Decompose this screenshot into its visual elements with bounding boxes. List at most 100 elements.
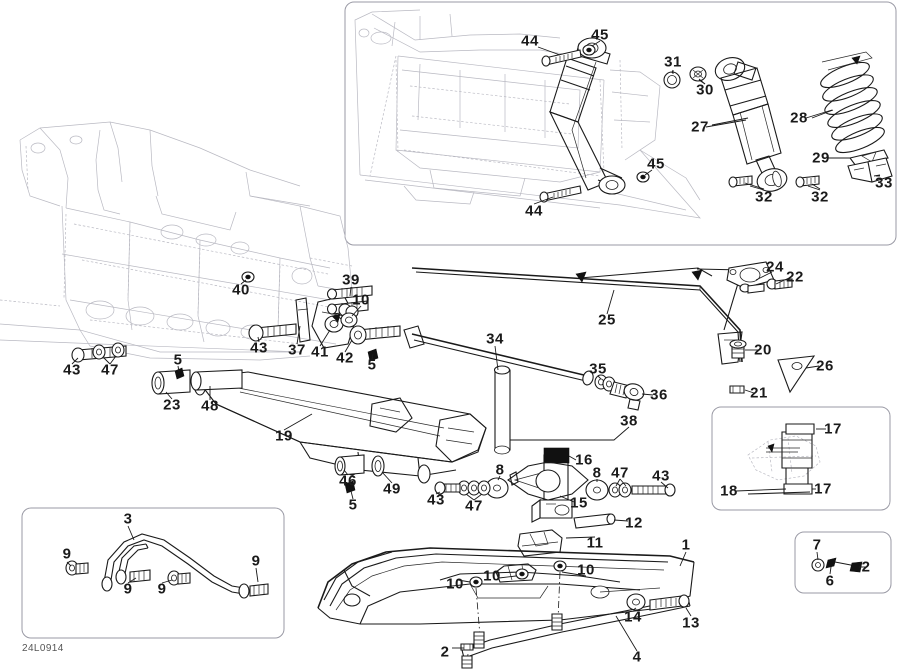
nut-2-ski xyxy=(460,643,474,651)
callout-23: 23 xyxy=(163,396,181,414)
callout-24: 24 xyxy=(766,258,784,276)
callout-47c: 47 xyxy=(611,464,629,482)
washer-14 xyxy=(626,593,646,611)
tie-rod-end-36 xyxy=(609,381,645,411)
callout-11: 11 xyxy=(586,534,604,552)
spring-bracket-29 xyxy=(849,149,889,167)
washer-8-right xyxy=(585,479,609,501)
bolt-24b xyxy=(739,283,765,294)
bolt-43-spindle-left xyxy=(434,481,461,495)
bolt-13 xyxy=(649,594,690,611)
callout-47: 47 xyxy=(101,361,119,379)
bolt-43-spindle-right xyxy=(631,483,676,497)
callout-4: 4 xyxy=(632,648,642,666)
callout-14: 14 xyxy=(624,608,642,626)
callout-15: 15 xyxy=(570,494,588,512)
inset-stabilizer-bar xyxy=(65,525,269,599)
inset-small-hardware-detail xyxy=(794,531,892,594)
callout-5c: 5 xyxy=(348,496,358,514)
bolt-shank-ski-c xyxy=(461,655,473,669)
shaft-48 xyxy=(190,369,243,391)
callout-16: 16 xyxy=(575,451,593,469)
callout-27: 27 xyxy=(691,118,709,136)
callout-20: 20 xyxy=(754,341,772,359)
callout-30: 30 xyxy=(696,81,714,99)
inset-bolt-44-top xyxy=(541,49,582,67)
callout-26: 26 xyxy=(816,357,834,375)
pin-12 xyxy=(573,513,616,529)
callout-36: 36 xyxy=(650,386,668,404)
callout-8: 8 xyxy=(495,461,505,479)
callout-5: 5 xyxy=(173,351,183,369)
callout-6: 6 xyxy=(825,572,835,590)
nut-10-ski-c xyxy=(553,560,567,572)
bolt-32-right xyxy=(795,175,820,188)
nut-40 xyxy=(241,271,255,283)
callout-42: 42 xyxy=(336,349,354,367)
drawing-code: 24L0914 xyxy=(22,643,64,654)
callout-25: 25 xyxy=(598,311,616,329)
bolt-shank-ski-b xyxy=(551,613,563,631)
callout-9: 9 xyxy=(62,545,72,563)
callout-45: 45 xyxy=(591,26,609,44)
bolt-43-upper xyxy=(248,323,297,342)
leader-lines xyxy=(71,70,880,652)
callout-35: 35 xyxy=(589,360,607,378)
callout-7: 7 xyxy=(812,536,822,554)
sleeve-46 xyxy=(334,454,365,476)
coil-spring-28 xyxy=(820,51,885,154)
callout-47b: 47 xyxy=(465,497,483,515)
upper-bracket-assembly xyxy=(295,285,401,349)
ghost-chassis-left xyxy=(0,121,353,361)
washer-30 xyxy=(689,66,707,82)
callout-44: 44 xyxy=(521,32,539,50)
callout-10d: 10 xyxy=(577,561,595,579)
callout-39: 39 xyxy=(342,271,360,289)
callout-17b: 17 xyxy=(814,480,832,498)
callout-37: 37 xyxy=(288,341,306,359)
inset-nut-45-top xyxy=(582,44,596,56)
ring-31 xyxy=(663,71,681,89)
stabilizer-clamp-9-c xyxy=(167,570,191,586)
callout-8b: 8 xyxy=(592,464,602,482)
spring-mount-33 xyxy=(847,157,893,183)
callout-1: 1 xyxy=(681,536,691,554)
grease-fitting-5a xyxy=(174,367,185,380)
callout-32: 32 xyxy=(755,188,773,206)
washers-47-spindle-right xyxy=(608,482,632,498)
plate-24 xyxy=(726,261,775,289)
pivot-tube-38 xyxy=(493,365,511,455)
washers-47-spindle-left xyxy=(457,480,491,496)
callout-9c: 9 xyxy=(157,580,167,598)
stabilizer-clamp-9-d xyxy=(249,583,269,597)
callout-40: 40 xyxy=(232,281,250,299)
inset-spindle-bushing-detail xyxy=(711,406,891,511)
callout-45b: 45 xyxy=(647,155,665,173)
callout-22: 22 xyxy=(786,268,804,286)
callout-43b: 43 xyxy=(250,339,268,357)
washers-47-left xyxy=(92,342,125,360)
bolt-shank-ski-a xyxy=(473,631,485,649)
callout-9b: 9 xyxy=(123,580,133,598)
callout-10b: 10 xyxy=(446,575,464,593)
callout-43: 43 xyxy=(63,361,81,379)
callout-41: 41 xyxy=(311,343,329,361)
callout-5b: 5 xyxy=(367,356,377,374)
bracket-26 xyxy=(777,355,816,394)
callout-2b: 2 xyxy=(861,558,871,576)
callout-21: 21 xyxy=(750,384,768,402)
shock-absorber-assembly xyxy=(714,57,788,192)
callout-44b: 44 xyxy=(525,202,543,220)
steering-rod-25 xyxy=(411,267,743,365)
callout-3: 3 xyxy=(123,510,133,528)
nut-21 xyxy=(729,385,745,394)
grease-fitting-5c xyxy=(344,480,356,494)
bolt-32-left xyxy=(728,175,753,188)
callout-12: 12 xyxy=(625,514,643,532)
callout-43c: 43 xyxy=(427,491,445,509)
bushing-49 xyxy=(371,455,385,477)
callout-10c: 10 xyxy=(483,567,501,585)
callout-34: 34 xyxy=(486,330,504,348)
